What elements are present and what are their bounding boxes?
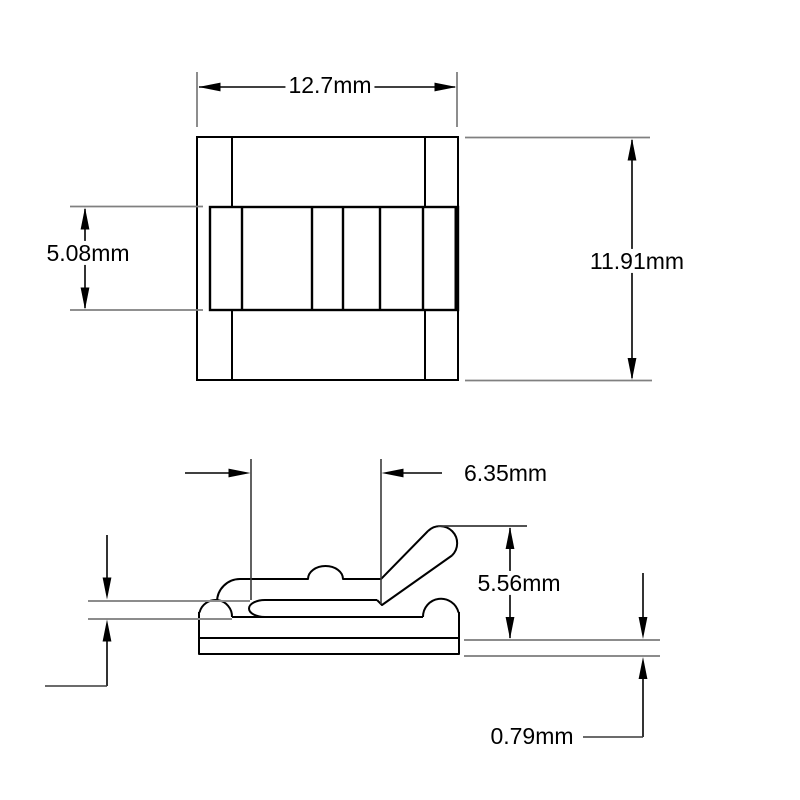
- clip-arm: [248, 599, 377, 618]
- arm-notch-and-lower-stem: [376, 554, 453, 606]
- middle-slot-band: [208, 205, 460, 312]
- opening-depth-label: 6.35mm: [461, 461, 551, 485]
- clip-tip-circle: [427, 525, 459, 557]
- slot-band-outline: [208, 205, 460, 312]
- top-view: [196, 136, 460, 381]
- arrowhead-left-icon: [198, 82, 221, 92]
- dim-panel-gap: [45, 535, 112, 687]
- upper-plate-and-upper-stem: [216, 530, 429, 603]
- overall-width-label: 12.7mm: [285, 73, 375, 97]
- arrowhead-down-icon: [627, 358, 637, 380]
- arrowhead-up-icon: [505, 527, 515, 549]
- panel-reference-lines: [88, 600, 660, 657]
- arrowhead-up-icon: [638, 657, 648, 679]
- arrowhead-down-icon: [505, 617, 515, 639]
- arrowhead-left-icon: [381, 468, 404, 478]
- arrowhead-up-icon: [80, 207, 90, 230]
- arrowhead-up-icon: [627, 138, 637, 161]
- arrowhead-down-icon: [638, 617, 648, 639]
- arrowhead-right-icon: [434, 82, 457, 92]
- base-thickness-label: 0.79mm: [487, 724, 577, 748]
- side-view: [198, 525, 460, 655]
- arrowhead-up-icon: [102, 619, 112, 642]
- base-plate-outline: [198, 612, 460, 655]
- right-bump-arc: [421, 597, 460, 618]
- clip-height-label: 5.56mm: [474, 571, 564, 595]
- arrowhead-down-icon: [80, 287, 90, 310]
- left-bump-arc: [198, 599, 234, 618]
- dim-opening-depth: [185, 459, 442, 604]
- overall-height-label: 11.91mm: [586, 249, 688, 273]
- arrowhead-down-icon: [102, 577, 112, 600]
- dim-base-thickness: [583, 573, 648, 738]
- slot-height-label: 5.08mm: [43, 241, 133, 265]
- top-view-outer-outline: [196, 136, 459, 381]
- arrowhead-right-icon: [228, 468, 251, 478]
